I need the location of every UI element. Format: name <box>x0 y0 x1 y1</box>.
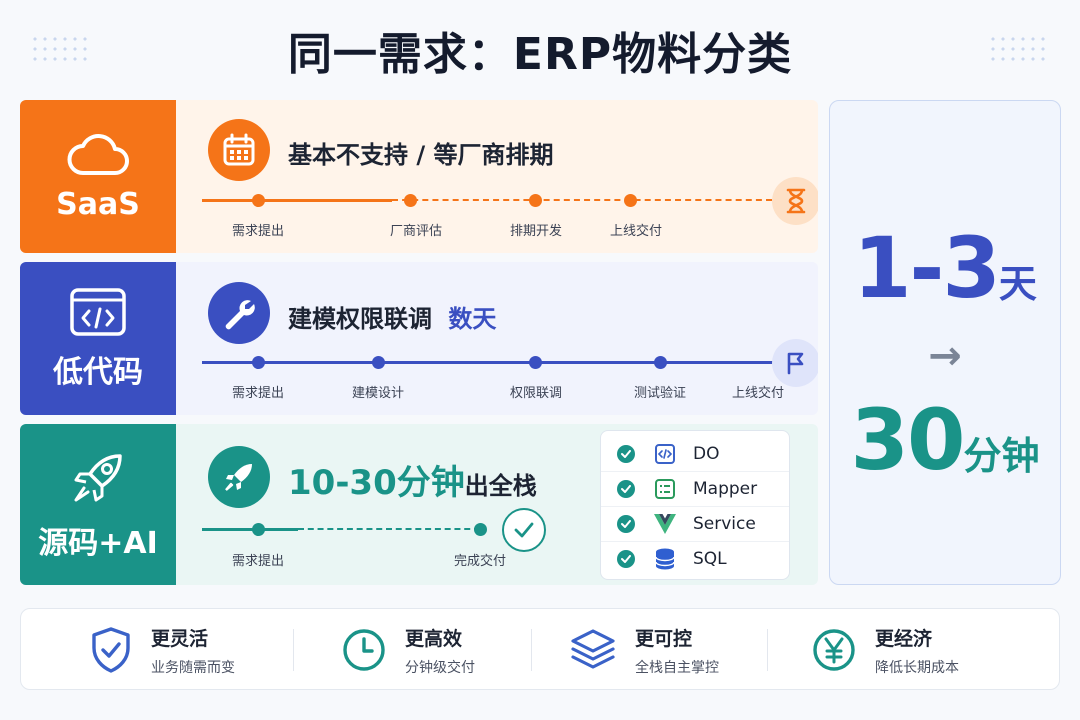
ai-track-solid <box>202 528 298 531</box>
ai-track-dashed <box>298 528 480 530</box>
ai-headline-accent: 10-30分钟 <box>288 463 465 503</box>
lowcode-step-label: 上线交付 <box>731 386 785 401</box>
ai-row: 源码+AI 10-30分钟出全栈 需求提出 完成交付 <box>20 424 818 585</box>
saas-step-dot <box>404 194 417 207</box>
benefit-title: 更高效 <box>405 627 463 650</box>
lowcode-step-dot <box>529 356 542 369</box>
lowcode-label-panel: 低代码 <box>20 262 176 415</box>
ai-headline: 10-30分钟出全栈 <box>288 455 537 504</box>
lowcode-step-dot <box>252 356 265 369</box>
benefit-title: 更经济 <box>875 627 933 650</box>
lowcode-step-dot <box>654 356 667 369</box>
lowcode-track <box>202 361 782 364</box>
check-icon <box>617 480 635 498</box>
database-icon <box>653 547 677 571</box>
list-item: SQL <box>601 541 789 576</box>
decor-dots-right <box>988 34 1050 64</box>
lowcode-headline: 建模权限联调 数天 <box>288 299 496 334</box>
benefits-bar: 更灵活 业务随需而变 更高效 分钟级交付 更可控 全栈自主掌控 <box>20 608 1060 690</box>
benefit-title: 更可控 <box>635 627 693 650</box>
lowcode-step-label: 权限联调 <box>509 386 563 401</box>
layers-icon <box>571 629 615 669</box>
saas-track-dashed <box>392 199 772 201</box>
lowcode-headline-accent: 数天 <box>448 305 497 333</box>
after-time: 30分钟 <box>830 391 1060 489</box>
saas-track-solid <box>202 199 392 202</box>
generated-artifacts-list: DO Mapper Service SQ <box>600 430 790 580</box>
saas-step-label: 上线交付 <box>609 224 663 239</box>
before-time: 1-3天 <box>830 219 1060 317</box>
saas-row: SaaS 基本不支持 / 等厂商排期 需求提出 厂商评估 排期开发 上线交付 <box>20 100 818 253</box>
page-title: 同一需求：ERP物料分类 <box>287 29 793 80</box>
shield-check-icon <box>92 627 130 673</box>
check-icon <box>617 444 635 463</box>
lowcode-step-label: 测试验证 <box>633 386 687 401</box>
ai-headline-main: 出全栈 <box>464 472 537 500</box>
time-comparison-panel: 1-3天 → 30分钟 <box>829 100 1061 585</box>
clock-icon <box>343 629 385 671</box>
lowcode-row: 低代码 建模权限联调 数天 需求提出 建模设计 权限联调 测试验证 上线交付 <box>20 262 818 415</box>
benefit-item: 更灵活 业务随需而变 <box>89 609 235 691</box>
lowcode-step-label: 需求提出 <box>231 386 285 401</box>
code-file-icon <box>653 442 677 466</box>
benefit-item: 更可控 全栈自主掌控 <box>569 609 719 691</box>
divider <box>293 629 294 671</box>
ai-step-label: 需求提出 <box>231 554 285 569</box>
wrench-icon <box>208 282 270 344</box>
ai-step-dot <box>474 523 487 536</box>
artifact-label: Mapper <box>693 479 758 499</box>
flag-icon <box>772 339 818 387</box>
check-icon <box>617 515 635 533</box>
benefit-title: 更灵活 <box>151 627 209 650</box>
saas-headline: 基本不支持 / 等厂商排期 <box>288 141 554 169</box>
benefit-subtitle: 全栈自主掌控 <box>635 659 719 676</box>
saas-step-label: 厂商评估 <box>389 224 443 239</box>
saas-step-label: 排期开发 <box>509 224 563 239</box>
before-number: 1-3 <box>853 219 1001 317</box>
cloud-icon <box>67 134 129 175</box>
calendar-icon <box>208 119 270 181</box>
ai-step-label: 完成交付 <box>453 554 507 569</box>
saas-step-label: 需求提出 <box>231 224 285 239</box>
ai-step-dot <box>252 523 265 536</box>
before-unit: 天 <box>998 262 1037 306</box>
artifact-label: Service <box>693 514 756 534</box>
divider <box>531 629 532 671</box>
ai-label: 源码+AI <box>38 525 158 561</box>
artifact-label: SQL <box>693 549 727 569</box>
arrow-right-icon: → <box>928 333 962 379</box>
list-item: DO <box>601 436 789 471</box>
divider <box>767 629 768 671</box>
lowcode-headline-main: 建模权限联调 <box>288 305 432 333</box>
benefit-subtitle: 降低长期成本 <box>875 659 959 676</box>
list-icon <box>653 477 677 501</box>
saas-step-dot <box>624 194 637 207</box>
check-icon <box>617 550 635 568</box>
hourglass-icon <box>772 177 818 225</box>
vue-logo-icon <box>653 512 677 536</box>
check-circle-icon <box>502 508 546 552</box>
list-item: Service <box>601 506 789 541</box>
list-item: Mapper <box>601 471 789 506</box>
saas-label-panel: SaaS <box>20 100 176 253</box>
yen-icon <box>813 629 855 671</box>
ai-label-panel: 源码+AI <box>20 424 176 585</box>
saas-label: SaaS <box>56 187 140 222</box>
code-window-icon <box>70 287 126 336</box>
benefit-item: 更经济 降低长期成本 <box>811 609 959 691</box>
lowcode-step-label: 建模设计 <box>351 386 405 401</box>
saas-step-dot <box>529 194 542 207</box>
artifact-label: DO <box>693 443 720 464</box>
lowcode-label: 低代码 <box>53 354 143 390</box>
after-unit: 分钟 <box>963 434 1040 478</box>
lowcode-step-dot <box>372 356 385 369</box>
rocket-badge-icon <box>208 446 270 508</box>
benefit-item: 更高效 分钟级交付 <box>341 609 475 691</box>
decor-dots-left <box>30 34 92 64</box>
benefit-subtitle: 业务随需而变 <box>151 659 235 676</box>
saas-step-dot <box>252 194 265 207</box>
rocket-icon <box>74 453 122 501</box>
after-number: 30 <box>850 391 966 489</box>
benefit-subtitle: 分钟级交付 <box>405 659 475 676</box>
